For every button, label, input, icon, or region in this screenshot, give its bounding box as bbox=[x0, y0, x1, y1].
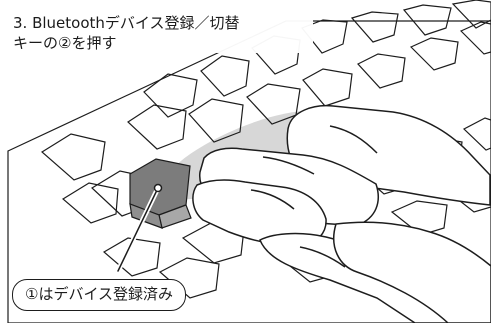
step-heading: 3. Bluetoothデバイス登録／切替 キーの②を押す bbox=[13, 13, 313, 53]
hand bbox=[192, 104, 491, 323]
step-heading-line2: キーの②を押す bbox=[13, 34, 117, 52]
callout-leader bbox=[117, 187, 159, 272]
registered-device-callout: ①はデバイス登録済み bbox=[12, 279, 186, 311]
pressed-key bbox=[129, 158, 192, 229]
step-heading-line1: 3. Bluetoothデバイス登録／切替 bbox=[13, 14, 240, 32]
callout-dot bbox=[153, 183, 163, 193]
second-key-row bbox=[40, 21, 491, 217]
